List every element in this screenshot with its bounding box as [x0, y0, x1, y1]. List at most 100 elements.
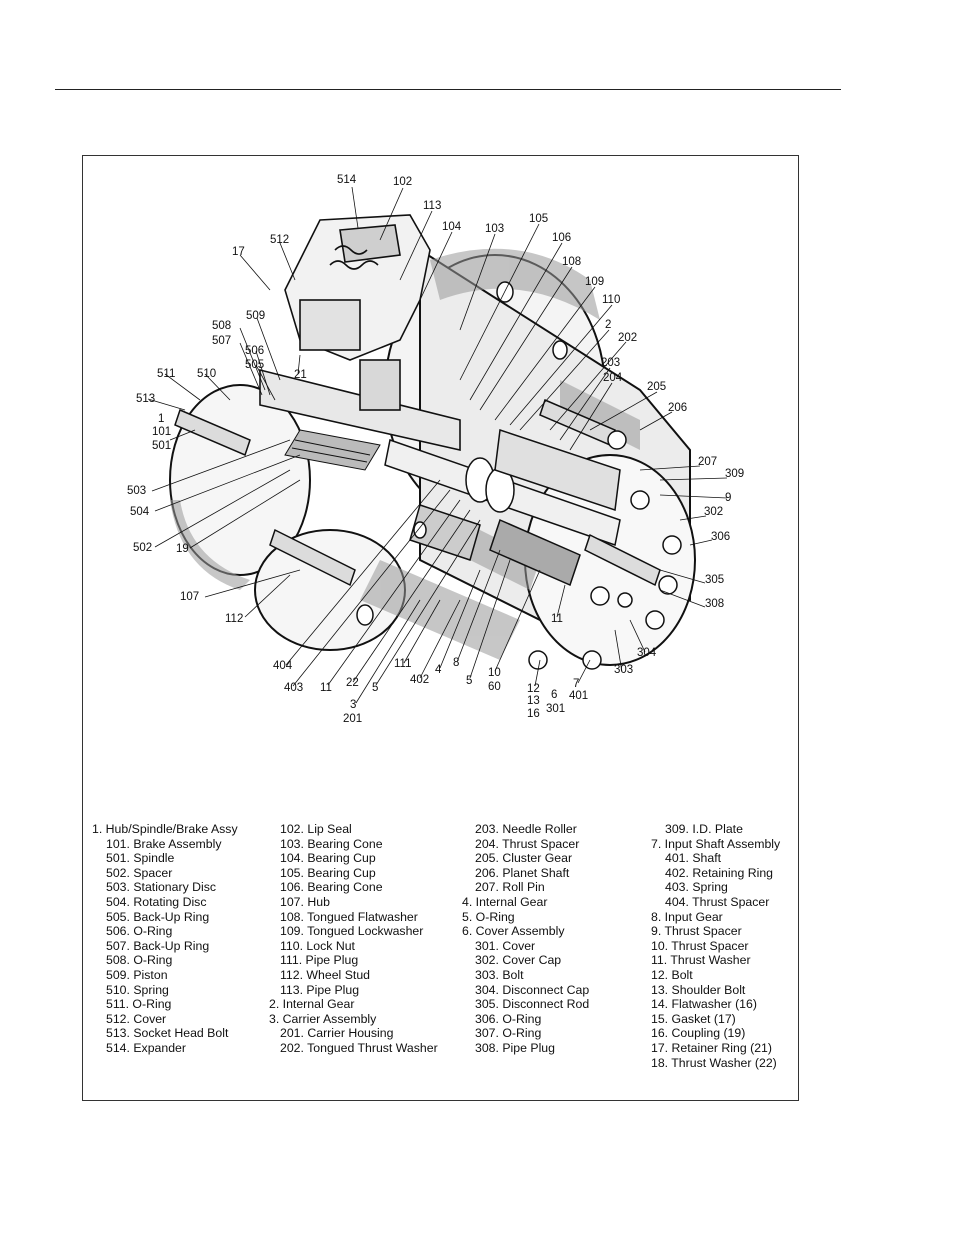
legend-item: 512. Cover	[106, 1011, 167, 1026]
legend-item: 18. Thrust Washer (22)	[651, 1055, 777, 1070]
callout: 1	[158, 413, 164, 425]
callout: 5	[372, 682, 378, 694]
callout: 203	[601, 357, 620, 369]
legend-item: 510. Spring	[106, 982, 169, 997]
header-rule	[55, 89, 841, 90]
callout: 103	[485, 223, 504, 235]
callout: 8	[453, 657, 459, 669]
legend-item: 306. O-Ring	[475, 1011, 542, 1026]
legend-item: 505. Back-Up Ring	[106, 909, 210, 924]
legend-column-2: 102. Lip Seal 103. Bearing Cone 104. Bea…	[269, 822, 438, 1056]
legend-item: 3. Carrier Assembly	[269, 1011, 377, 1026]
callout: 10	[488, 667, 501, 679]
legend-item: 17. Retainer Ring (21)	[651, 1040, 772, 1055]
callout: 107	[180, 591, 199, 603]
legend-item: 401. Shaft	[665, 851, 722, 866]
legend-item: 502. Spacer	[106, 865, 173, 880]
legend-item: 308. Pipe Plug	[475, 1040, 555, 1055]
callout: 207	[698, 456, 717, 468]
hub-holes	[356, 281, 568, 626]
callout: 202	[618, 332, 637, 344]
legend-item: 107. Hub	[280, 894, 330, 909]
legend-item: 504. Rotating Disc	[106, 894, 207, 909]
callout: 12	[527, 683, 540, 695]
callout: 501	[152, 440, 171, 452]
callout: 112	[225, 613, 243, 625]
callout: 19	[176, 543, 189, 555]
legend-item: 106. Bearing Cone	[280, 880, 383, 895]
legend-item: 16. Coupling (19)	[651, 1026, 746, 1041]
callout: 101	[152, 426, 171, 438]
callout: 506	[245, 345, 264, 357]
callout: 508	[212, 320, 231, 332]
callout: 512	[270, 234, 289, 246]
legend-item: 501. Spindle	[106, 851, 175, 866]
callout: 105	[529, 213, 548, 225]
wheel-studs	[174, 398, 661, 587]
callout: 204	[603, 372, 623, 384]
legend-item: 6. Cover Assembly	[462, 924, 565, 939]
legend-item: 2. Internal Gear	[269, 997, 355, 1012]
legend-item: 1. Hub/Spindle/Brake Assy	[92, 822, 238, 836]
callout: 11	[320, 682, 332, 694]
input-shaft	[384, 439, 621, 546]
legend-item: 205. Cluster Gear	[475, 851, 573, 866]
legend-item: 511. O-Ring	[106, 997, 172, 1012]
callout: 113	[423, 200, 441, 212]
callout: 304	[637, 647, 657, 659]
planet-gears	[409, 428, 621, 587]
legend-item: 508. O-Ring	[106, 953, 173, 968]
callout: 514	[337, 174, 357, 186]
legend-item: 110. Lock Nut	[280, 938, 355, 953]
legend-item: 206. Planet Shaft	[475, 865, 570, 880]
legend-item: 10. Thrust Spacer	[651, 938, 749, 953]
legend-item: 12. Bolt	[651, 967, 693, 982]
legend-item: 201. Carrier Housing	[280, 1026, 394, 1041]
callout: 9	[725, 492, 731, 504]
legend-item: 112. Wheel Stud	[280, 967, 371, 982]
callout: 110	[602, 294, 620, 306]
legend-item: 7. Input Shaft Assembly	[651, 836, 781, 851]
callout: 17	[232, 246, 245, 258]
callout: 5	[466, 675, 472, 687]
callout: 306	[711, 531, 730, 543]
callout: 401	[569, 690, 588, 702]
legend-item: 403. Spring	[665, 880, 728, 895]
callout: 11	[551, 613, 563, 625]
legend-item: 404. Thrust Spacer	[665, 894, 770, 909]
legend-item: 302. Cover Cap	[475, 953, 562, 968]
callout: 60	[488, 681, 501, 693]
callout: 16	[527, 708, 540, 720]
callout: 6	[551, 689, 557, 701]
callout: 22	[346, 677, 359, 689]
legend-item: 507. Back-Up Ring	[106, 938, 210, 953]
callout: 507	[212, 335, 231, 347]
legend-item: 506. O-Ring	[106, 924, 173, 939]
legend-item: 109. Tongued Lockwasher	[280, 924, 424, 939]
callout: 21	[294, 369, 307, 381]
legend-item: 207. Roll Pin	[475, 880, 545, 895]
legend-item: 513. Socket Head Bolt	[106, 1026, 229, 1041]
callout-labels: 514 102 113 104 103 105 106 108 109 110 …	[127, 174, 744, 725]
brake-assembly-cutaway	[259, 214, 461, 451]
legend-column-1: 1. Hub/Spindle/Brake Assy 101. Brake Ass…	[92, 822, 238, 1056]
callout: 111	[394, 658, 411, 670]
legend-item: 104. Bearing Cup	[280, 851, 376, 866]
leader-lines	[147, 186, 728, 704]
callout: 108	[562, 256, 581, 268]
callout: 301	[546, 703, 565, 715]
callout: 104	[442, 221, 462, 233]
legend-item: 309. I.D. Plate	[665, 822, 743, 836]
callout: 502	[133, 542, 152, 554]
figure-frame	[82, 155, 799, 1101]
callout: 4	[435, 664, 442, 676]
legend-item: 204. Thrust Spacer	[475, 836, 580, 851]
legend-item: 111. Pipe Plug	[280, 953, 359, 968]
disc-stack	[284, 429, 381, 471]
callout: 106	[552, 232, 571, 244]
callout: 109	[585, 276, 604, 288]
legend-item: 9. Thrust Spacer	[651, 924, 742, 939]
legend-column-4: 309. I.D. Plate 7. Input Shaft Assembly …	[651, 822, 780, 1070]
legend-item: 203. Needle Roller	[475, 822, 577, 836]
legend-item: 304. Disconnect Cap	[475, 982, 590, 997]
